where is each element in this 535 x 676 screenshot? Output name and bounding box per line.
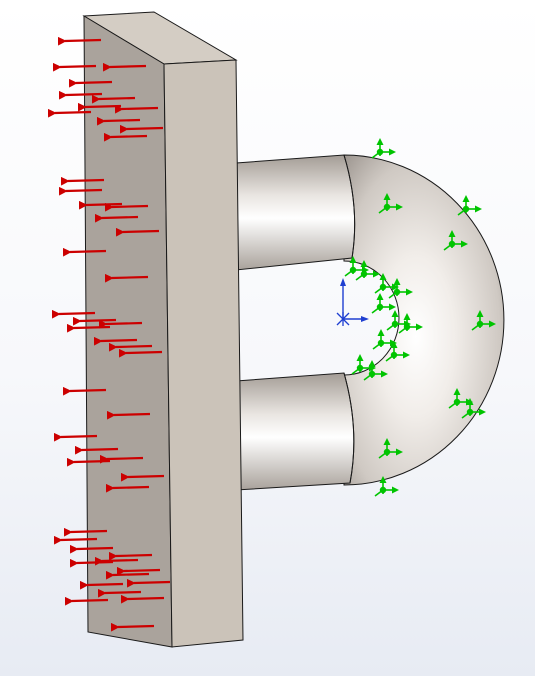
red-force-arrow-icon: [116, 566, 161, 576]
plate-side-face[interactable]: [163, 59, 244, 648]
red-force-arrow-icon: [119, 124, 164, 134]
red-force-arrow-icon: [118, 348, 163, 358]
green-fixture-glyph-icon: [443, 230, 468, 251]
red-force-arrow-icon: [57, 36, 102, 46]
coordinate-triad-icon: [336, 278, 369, 326]
green-fixture-glyph-icon: [371, 138, 396, 159]
red-force-arrow-icon: [51, 309, 96, 319]
green-fixture-glyph-icon: [374, 273, 399, 294]
red-force-arrow-icon: [58, 90, 103, 100]
pipe-upper-straight[interactable]: [235, 154, 356, 271]
red-force-arrow-icon: [66, 323, 111, 333]
green-fixture-glyph-icon: [355, 260, 380, 281]
red-force-arrow-icon: [115, 227, 160, 237]
red-force-arrow-icon: [78, 200, 123, 210]
red-force-arrow-icon: [108, 551, 153, 561]
red-force-arrow-icon: [120, 472, 165, 482]
red-force-arrow-icon: [99, 454, 144, 464]
green-fixture-glyph-icon: [371, 293, 396, 314]
plate-front-face[interactable]: [83, 15, 173, 648]
red-force-arrow-icon: [104, 273, 149, 283]
red-force-arrow-icon: [72, 316, 117, 326]
red-force-arrow-icon: [96, 116, 141, 126]
red-force-arrow-icon: [69, 544, 114, 554]
red-force-arrow-icon: [98, 319, 143, 329]
green-fixture-glyph-icon: [363, 360, 388, 381]
pipe-lower-straight[interactable]: [235, 372, 355, 491]
pipe-seam-upper: [343, 154, 356, 259]
force-arrows-group: [47, 36, 171, 632]
red-force-arrow-icon: [106, 410, 151, 420]
red-force-arrow-icon: [63, 527, 108, 537]
red-force-arrow-icon: [102, 62, 147, 72]
red-force-arrow-icon: [62, 386, 107, 396]
red-force-arrow-icon: [52, 62, 97, 72]
green-fixture-glyph-icon: [457, 195, 482, 216]
red-force-arrow-icon: [108, 342, 153, 352]
green-fixture-glyph-icon: [372, 329, 397, 350]
red-force-arrow-icon: [110, 622, 155, 632]
red-force-arrow-icon: [62, 247, 107, 257]
red-force-arrow-icon: [94, 213, 139, 223]
red-force-arrow-icon: [97, 588, 142, 598]
red-force-arrow-icon: [47, 108, 92, 118]
red-force-arrow-icon: [66, 457, 111, 467]
green-fixture-glyph-icon: [344, 256, 369, 277]
red-force-arrow-icon: [114, 104, 159, 114]
red-force-arrow-icon: [60, 176, 105, 186]
red-force-arrow-icon: [79, 580, 124, 590]
red-force-arrow-icon: [58, 186, 103, 196]
fixture-glyphs-group: [344, 138, 496, 497]
red-force-arrow-icon: [53, 432, 98, 442]
green-fixture-glyph-icon: [398, 313, 423, 334]
red-force-arrow-icon: [120, 594, 165, 604]
green-fixture-glyph-icon: [378, 438, 403, 459]
red-force-arrow-icon: [53, 535, 98, 545]
green-fixture-glyph-icon: [388, 278, 413, 299]
red-force-arrow-icon: [74, 445, 119, 455]
red-force-arrow-icon: [105, 483, 150, 493]
red-force-arrow-icon: [64, 596, 109, 606]
u-bend-pipe[interactable]: [235, 154, 505, 491]
red-force-arrow-icon: [91, 94, 136, 104]
green-fixture-glyph-icon: [471, 310, 496, 331]
red-force-arrow-icon: [104, 202, 149, 212]
green-fixture-glyph-icon: [461, 398, 486, 419]
red-force-arrow-icon: [68, 78, 113, 88]
green-fixture-glyph-icon: [385, 341, 410, 362]
red-force-arrow-icon: [105, 570, 150, 580]
green-fixture-glyph-icon: [378, 193, 403, 214]
red-force-arrow-icon: [69, 558, 114, 568]
red-force-arrow-icon: [103, 132, 148, 142]
red-force-arrow-icon: [94, 556, 139, 566]
green-fixture-glyph-icon: [374, 476, 399, 497]
red-force-arrow-icon: [77, 102, 122, 112]
pipe-seam-lower: [343, 372, 355, 484]
red-force-arrow-icon: [126, 578, 171, 588]
red-force-arrow-icon: [93, 336, 138, 346]
